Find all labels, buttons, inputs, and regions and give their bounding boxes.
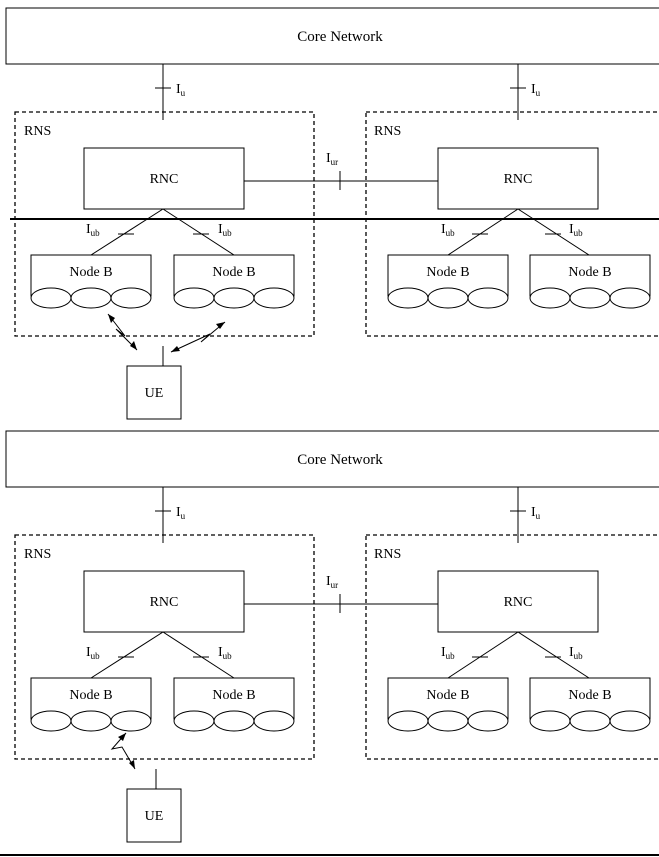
rns-boundary-left: [14, 534, 315, 760]
core-network-label: Core Network: [297, 452, 383, 468]
iu-label-right: Iu: [531, 505, 541, 521]
iub-label: Iub: [218, 645, 232, 661]
node-b: Node B: [30, 254, 152, 309]
radio-link-icon: [170, 321, 226, 353]
rnc-label-left: RNC: [150, 595, 179, 610]
ue-label: UE: [145, 809, 164, 824]
core-network-box: [5, 7, 659, 65]
ue-box: [126, 788, 182, 843]
iu-label-right: Iu: [531, 82, 541, 98]
iub-label: Iub: [441, 222, 455, 238]
arrowhead-icon: [108, 314, 115, 323]
arrowhead-icon: [171, 346, 180, 352]
node-b: Node B: [30, 677, 152, 732]
node-b: Node B: [387, 254, 509, 309]
iub-label: Iub: [86, 222, 100, 238]
node-b: Node B: [173, 677, 295, 732]
node-b-label: Node B: [212, 265, 255, 280]
node-b-label: Node B: [568, 265, 611, 280]
node-b-label: Node B: [69, 688, 112, 703]
node-b-label: Node B: [212, 688, 255, 703]
iub-label: Iub: [569, 645, 583, 661]
radio-link-icon: [110, 732, 136, 770]
core-network-label: Core Network: [297, 29, 383, 45]
diagram-bottom: Core Network Iu Iu RNS RNS RNC RNC Iur I…: [5, 430, 659, 843]
node-b-label: Node B: [568, 688, 611, 703]
core-network-box: [5, 430, 659, 488]
rns-boundary-left: [14, 111, 315, 337]
iu-label-left: Iu: [176, 82, 186, 98]
rnc-label-right: RNC: [504, 595, 533, 610]
rns-label-right: RNS: [374, 124, 401, 139]
arrowhead-icon: [216, 322, 225, 329]
ue-box: [126, 365, 182, 420]
rns-label-right: RNS: [374, 547, 401, 562]
radio-link-icon: [107, 313, 138, 351]
rnc-box-right: [437, 147, 599, 210]
rnc-box-left: [83, 570, 245, 633]
rns-label-left: RNS: [24, 124, 51, 139]
node-b: Node B: [173, 254, 295, 309]
iur-label: Iur: [326, 151, 338, 167]
diagram-top: Core Network Iu Iu RNS RNS RNC RNC Iur I…: [5, 7, 659, 420]
rnc-box-left: [83, 147, 245, 210]
arrowhead-icon: [118, 733, 126, 741]
iub-label: Iub: [569, 222, 583, 238]
node-b-label: Node B: [426, 265, 469, 280]
iu-label-left: Iu: [176, 505, 186, 521]
node-b: Node B: [529, 677, 651, 732]
iub-label: Iub: [218, 222, 232, 238]
node-b: Node B: [387, 677, 509, 732]
ue-label: UE: [145, 386, 164, 401]
rnc-box-right: [437, 570, 599, 633]
node-b: Node B: [529, 254, 651, 309]
rnc-label-left: RNC: [150, 172, 179, 187]
rns-label-left: RNS: [24, 547, 51, 562]
iub-label: Iub: [86, 645, 100, 661]
node-b-label: Node B: [69, 265, 112, 280]
arrowhead-icon: [129, 760, 135, 769]
rns-boundary-right: [365, 111, 659, 337]
node-b-label: Node B: [426, 688, 469, 703]
rns-boundary-right: [365, 534, 659, 760]
arrowhead-icon: [130, 341, 137, 350]
iub-label: Iub: [441, 645, 455, 661]
iur-label: Iur: [326, 574, 338, 590]
rnc-label-right: RNC: [504, 172, 533, 187]
